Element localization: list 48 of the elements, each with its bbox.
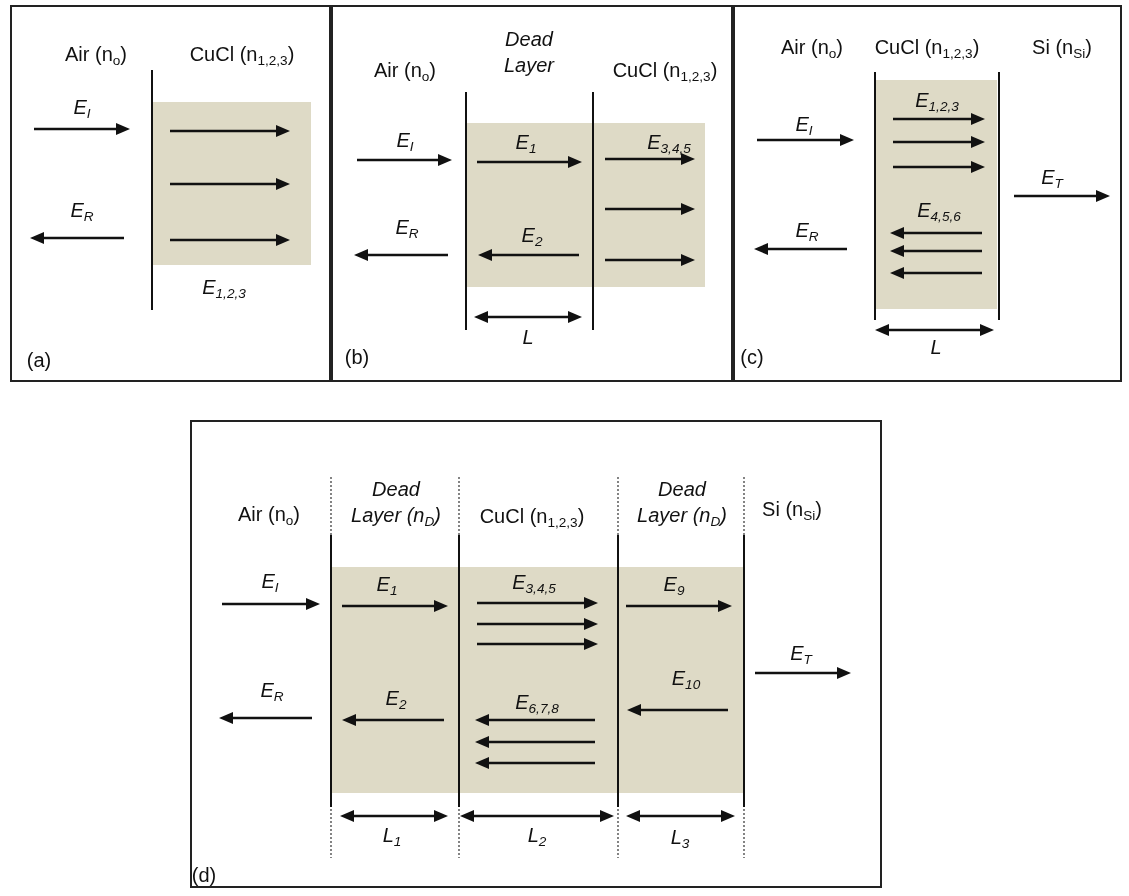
text-label: E$_{R}$ xyxy=(70,198,94,223)
text-label: L$_{1}$ xyxy=(382,823,402,848)
text-label: Dead Layer (n$_{D}$) xyxy=(351,477,441,528)
text-label: Si (n$_{Si}$) xyxy=(1032,35,1092,60)
text-label: E$_{3,4,5}$ xyxy=(647,130,691,155)
text-label: E$_{1,2,3}$ xyxy=(202,275,246,300)
text-label: E$_{3,4,5}$ xyxy=(512,570,556,595)
text-label: CuCl (n$_{1,2,3}$) xyxy=(612,58,718,83)
text-label: CuCl (n$_{1,2,3}$) xyxy=(189,42,295,67)
text-label: L xyxy=(522,325,534,350)
text-label: E$_{10}$ xyxy=(671,666,701,691)
text-label: E$_{I}$ xyxy=(795,112,813,137)
text-label: L$_{2}$ xyxy=(527,823,547,848)
text-label: (b) xyxy=(344,345,370,370)
text-label: E$_{2}$ xyxy=(521,223,543,248)
text-label: L xyxy=(930,335,942,360)
text-label: E$_{6,7,8}$ xyxy=(515,690,559,715)
text-label: E$_{I}$ xyxy=(261,569,279,594)
text-label: (a) xyxy=(26,348,52,373)
text-label: E$_{2}$ xyxy=(385,686,407,711)
text-label: E$_{1,2,3}$ xyxy=(915,88,959,113)
text-label: E$_{4,5,6}$ xyxy=(917,198,961,223)
text-label: Si (n$_{Si}$) xyxy=(762,497,822,522)
text-label: Air (n$_{o}$) xyxy=(781,35,843,60)
text-label: CuCl (n$_{1,2,3}$) xyxy=(874,35,980,60)
text-label: E$_{I}$ xyxy=(73,95,91,120)
figure-panel xyxy=(331,5,733,382)
text-label: E$_{R}$ xyxy=(395,215,419,240)
text-label: CuCl (n$_{1,2,3}$) xyxy=(479,504,585,529)
figure-panel xyxy=(733,5,1122,382)
text-label: E$_{R}$ xyxy=(260,678,284,703)
text-label: (c) xyxy=(740,345,764,370)
text-label: E$_{R}$ xyxy=(795,218,819,243)
text-label: Air (n$_{o}$) xyxy=(238,502,300,527)
text-label: E$_{1}$ xyxy=(376,572,398,597)
text-label: E$_{1}$ xyxy=(515,130,537,155)
text-label: Dead Layer xyxy=(503,27,556,78)
text-label: E$_{I}$ xyxy=(396,128,414,153)
text-label: (d) xyxy=(191,863,217,888)
text-label: Dead Layer (n$_{D}$) xyxy=(637,477,727,528)
text-label: E$_{9}$ xyxy=(663,572,685,597)
text-label: Air (n$_{o}$) xyxy=(374,58,436,83)
text-label: Air (n$_{o}$) xyxy=(65,42,127,67)
figure-panel xyxy=(10,5,331,382)
text-label: E$_{T}$ xyxy=(1041,165,1063,190)
text-label: L$_{3}$ xyxy=(670,825,690,850)
figure-panel xyxy=(190,420,882,888)
text-label: E$_{T}$ xyxy=(790,641,812,666)
